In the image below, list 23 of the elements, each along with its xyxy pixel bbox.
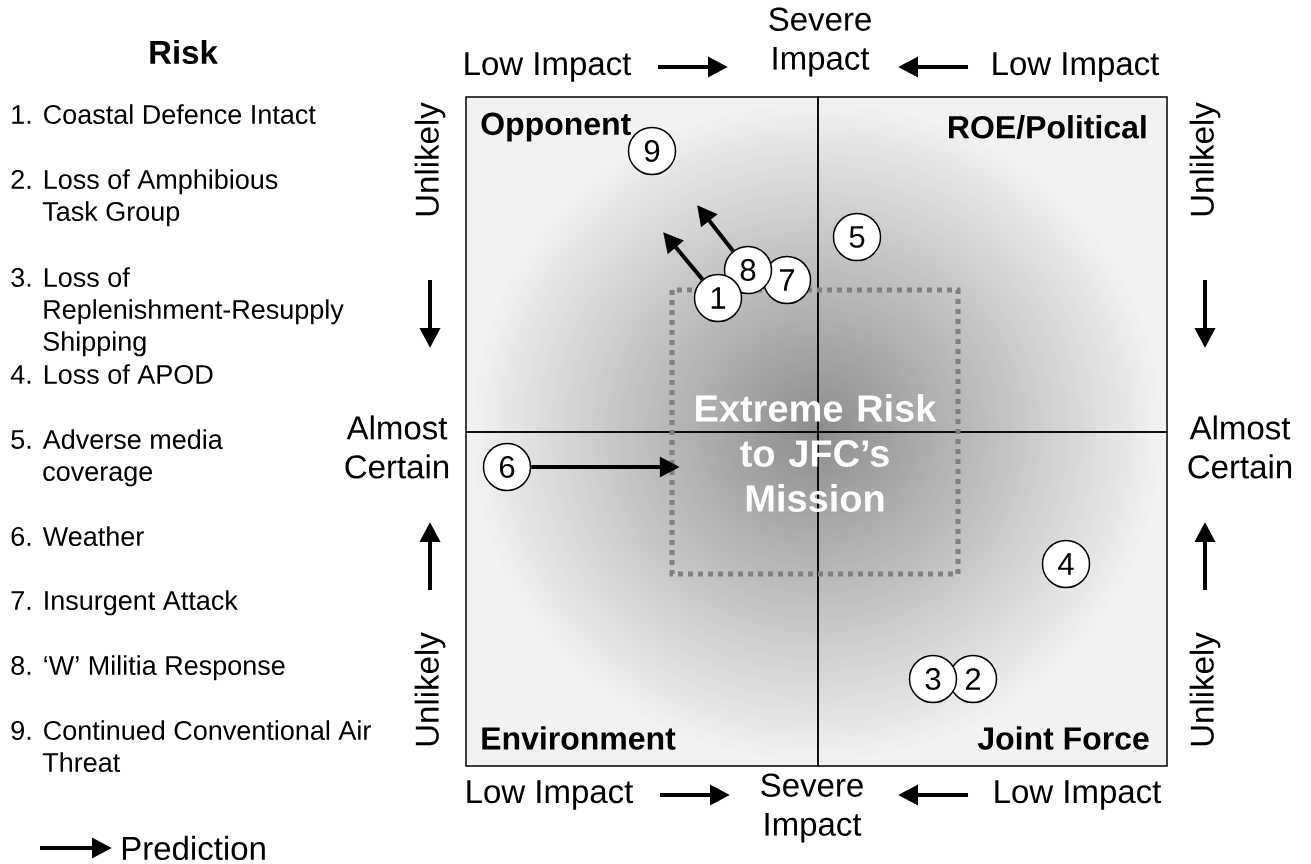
list-item: 5. Adverse media coverage	[11, 429, 223, 487]
axis-label: Almost Certain	[345, 415, 449, 479]
legend-label: Prediction	[122, 835, 265, 861]
axis-label: Severe Impact	[769, 7, 871, 77]
axis-label: Unlikely	[414, 102, 446, 216]
list-item: 9. Continued Conventional Air Threat	[11, 720, 371, 773]
axis-label: Unlikely	[1189, 102, 1221, 216]
axis-label: Almost Certain	[1188, 415, 1292, 479]
list-heading: Risk	[150, 39, 218, 65]
axis-label: Unlikely	[1189, 632, 1221, 746]
axis-label: Severe Impact	[761, 773, 863, 843]
axis-label: Low Impact	[467, 780, 634, 810]
axis-label: Unlikely	[414, 632, 446, 746]
list-item: 7. Insurgent Attack	[11, 590, 238, 616]
axis-label: Low Impact	[993, 52, 1160, 82]
list-item: 6. Weather	[11, 526, 144, 547]
list-item: 8. ‘W’ Militia Response	[11, 655, 285, 681]
list-item: 4. Loss of APOD	[10, 364, 213, 384]
list-item: 2. Loss of Amphibious Task Group	[11, 169, 278, 227]
list-item: 3. Loss of Replenishment-Resupply Shipping	[11, 267, 344, 357]
list-item: 1. Coastal Defence Intact	[12, 104, 316, 125]
axis-label: Low Impact	[995, 780, 1162, 810]
axis-label: Low Impact	[465, 52, 632, 82]
